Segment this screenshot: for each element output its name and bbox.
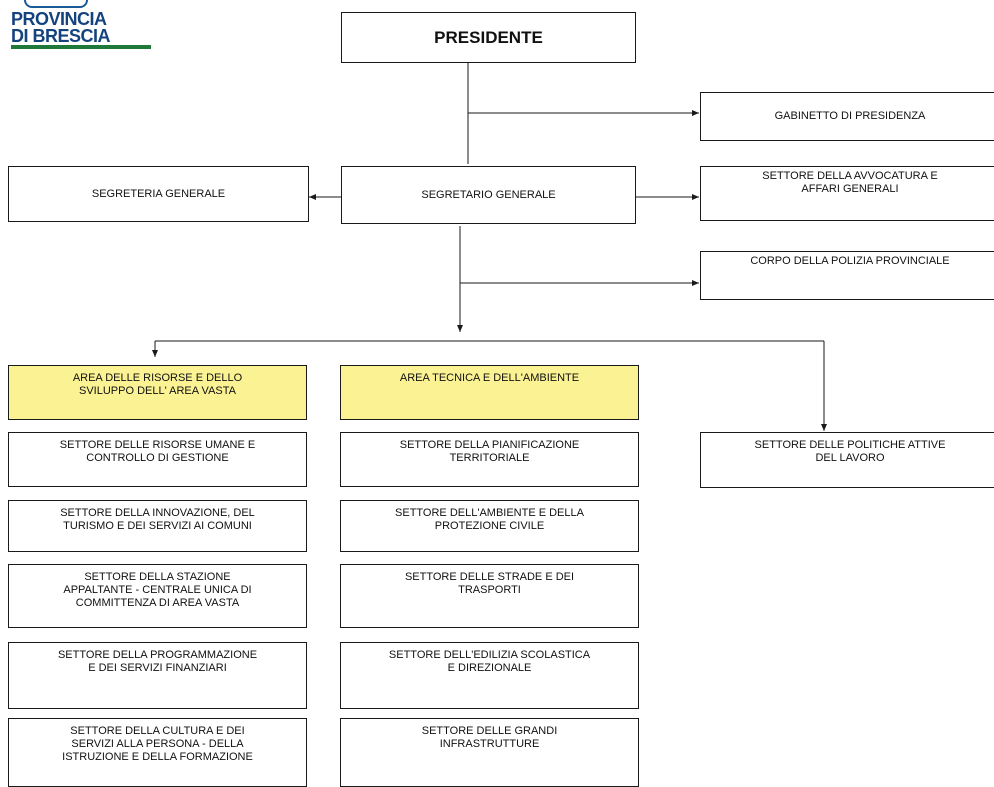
box-politiche-lavoro: SETTORE DELLE POLITICHE ATTIVE DEL LAVOR… <box>700 432 994 488</box>
box-presidente: PRESIDENTE <box>341 12 636 63</box>
box-presidente-label: PRESIDENTE <box>434 28 543 47</box>
box-polizia-provinciale: CORPO DELLA POLIZIA PROVINCIALE <box>700 251 994 300</box>
box-edilizia-label: SETTORE DELL'EDILIZIA SCOLASTICA E DIREZ… <box>388 649 591 674</box>
box-segreteria-generale: SEGRETERIA GENERALE <box>8 166 309 222</box>
box-segretario-generale: SEGRETARIO GENERALE <box>341 166 636 224</box>
box-politiche-lavoro-label: SETTORE DELLE POLITICHE ATTIVE DEL LAVOR… <box>754 439 946 464</box>
box-cultura: SETTORE DELLA CULTURA E DEI SERVIZI ALLA… <box>8 718 307 787</box>
box-risorse-umane: SETTORE DELLE RISORSE UMANE E CONTROLLO … <box>8 432 307 487</box>
logo-text-line1: PROVINCIA <box>11 9 107 29</box>
box-risorse-umane-label: SETTORE DELLE RISORSE UMANE E CONTROLLO … <box>59 439 256 464</box>
logo-text-line2: DI BRESCIA <box>11 26 111 46</box>
box-infrastrutture: SETTORE DELLE GRANDI INFRASTRUTTURE <box>340 718 639 787</box>
box-gabinetto-label: GABINETTO DI PRESIDENZA <box>774 110 926 122</box>
box-area-risorse: AREA DELLE RISORSE E DELLO SVILUPPO DELL… <box>8 365 307 420</box>
box-programmazione: SETTORE DELLA PROGRAMMAZIONE E DEI SERVI… <box>8 642 307 709</box>
box-segreteria-label: SEGRETERIA GENERALE <box>91 187 226 200</box>
box-area-tecnica: AREA TECNICA E DELL'AMBIENTE <box>340 365 639 420</box>
box-cultura-label: SETTORE DELLA CULTURA E DEI SERVIZI ALLA… <box>62 725 253 763</box>
provincia-di-brescia-logo: PROVINCIA DI BRESCIA <box>8 0 151 50</box>
box-polizia-label: CORPO DELLA POLIZIA PROVINCIALE <box>750 255 950 267</box>
box-area-tecnica-label: AREA TECNICA E DELL'AMBIENTE <box>399 372 580 384</box>
box-edilizia: SETTORE DELL'EDILIZIA SCOLASTICA E DIREZ… <box>340 642 639 709</box>
box-strade-label: SETTORE DELLE STRADE E DEI TRASPORTI <box>404 571 575 596</box>
box-strade: SETTORE DELLE STRADE E DEI TRASPORTI <box>340 564 639 628</box>
box-pianificazione: SETTORE DELLA PIANIFICAZIONE TERRITORIAL… <box>340 432 639 487</box>
box-innovazione: SETTORE DELLA INNOVAZIONE, DEL TURISMO E… <box>8 500 307 552</box>
box-avvocatura-label: SETTORE DELLA AVVOCATURA E AFFARI GENERA… <box>762 170 938 195</box>
logo-green-bar <box>11 45 151 49</box>
box-pianificazione-label: SETTORE DELLA PIANIFICAZIONE TERRITORIAL… <box>399 439 580 464</box>
box-area-risorse-label: AREA DELLE RISORSE E DELLO SVILUPPO DELL… <box>72 372 243 397</box>
box-infrastrutture-label: SETTORE DELLE GRANDI INFRASTRUTTURE <box>421 725 558 750</box>
box-segretario-label: SEGRETARIO GENERALE <box>421 188 556 201</box>
box-avvocatura: SETTORE DELLA AVVOCATURA E AFFARI GENERA… <box>700 166 994 221</box>
box-stazione-appaltante-label: SETTORE DELLA STAZIONE APPALTANTE - CENT… <box>63 571 252 609</box>
box-gabinetto-di-presidenza: GABINETTO DI PRESIDENZA <box>700 92 994 141</box>
box-ambiente: SETTORE DELL'AMBIENTE E DELLA PROTEZIONE… <box>340 500 639 552</box>
box-stazione-appaltante: SETTORE DELLA STAZIONE APPALTANTE - CENT… <box>8 564 307 628</box>
box-programmazione-label: SETTORE DELLA PROGRAMMAZIONE E DEI SERVI… <box>57 649 258 674</box>
box-ambiente-label: SETTORE DELL'AMBIENTE E DELLA PROTEZIONE… <box>395 507 584 532</box>
box-innovazione-label: SETTORE DELLA INNOVAZIONE, DEL TURISMO E… <box>60 507 255 532</box>
